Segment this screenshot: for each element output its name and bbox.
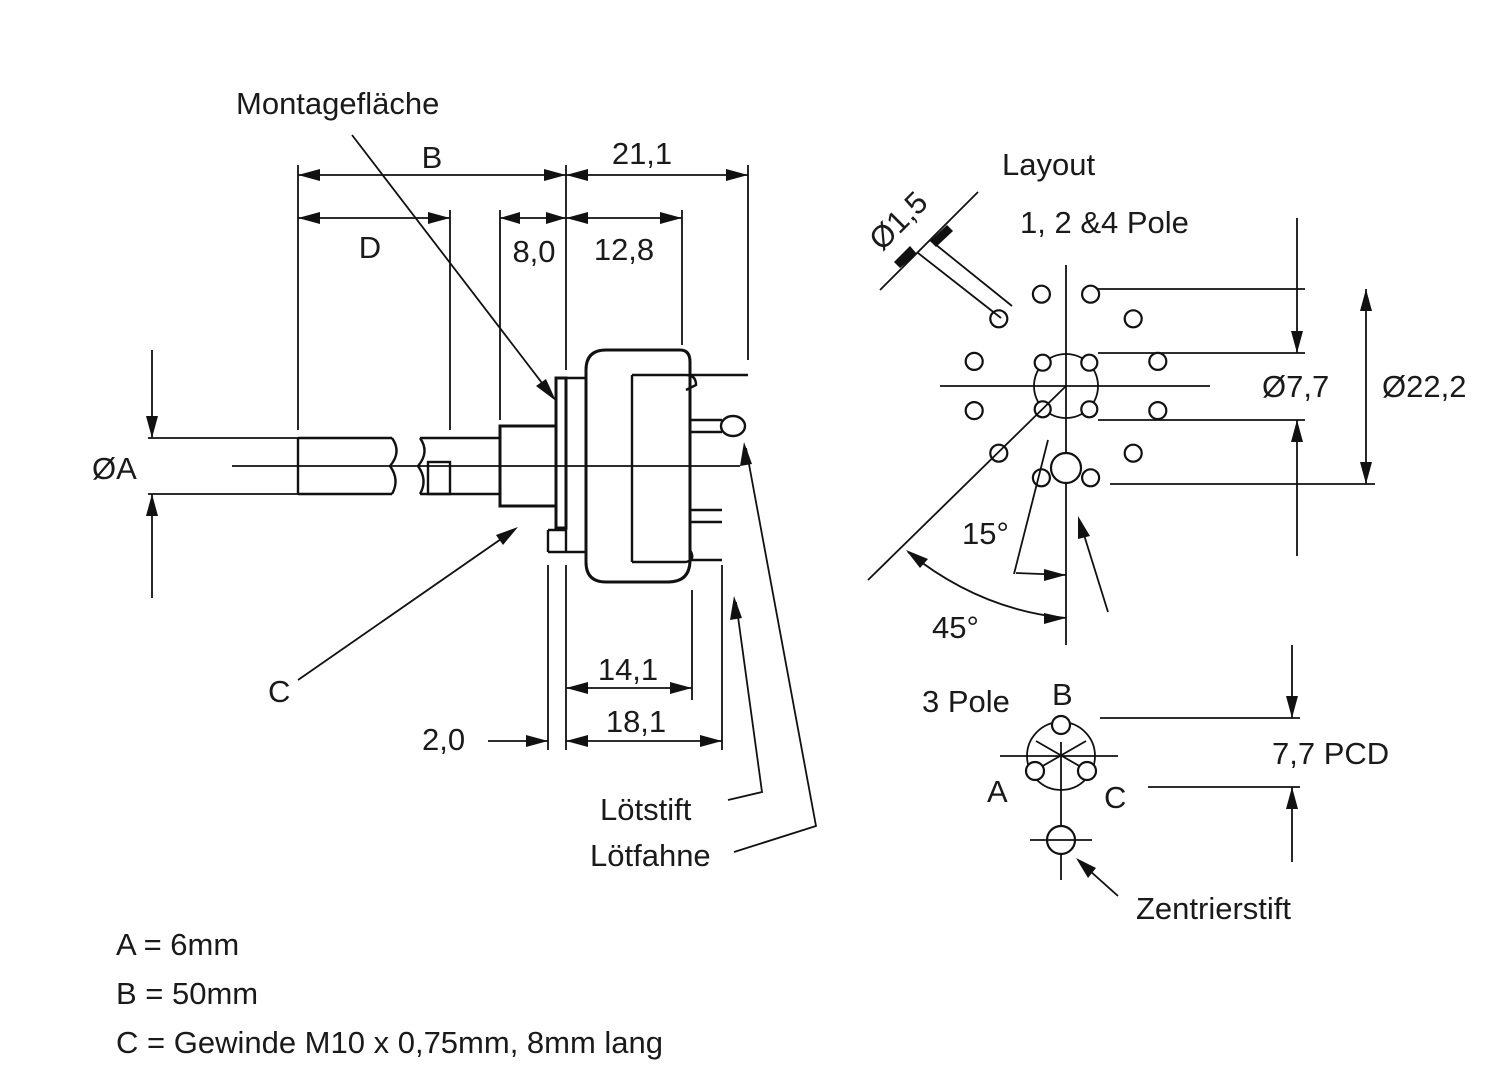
inner-hole	[1080, 400, 1099, 419]
label-loetfahne: Lötfahne	[590, 838, 711, 873]
dim-2-0-label: 2,0	[422, 722, 465, 757]
dimension-notes: A = 6mm B = 50mm C = Gewinde M10 x 0,75m…	[116, 920, 663, 1067]
note-c: C = Gewinde M10 x 0,75mm, 8mm lang	[116, 1025, 664, 1060]
note-a: A = 6mm	[116, 927, 240, 962]
dim-18-1-label: 18,1	[606, 704, 666, 739]
outer-hole	[1031, 284, 1052, 304]
dim-inner-diameter: Ø7,7	[1262, 369, 1329, 404]
pin-b-label: B	[1052, 677, 1073, 712]
outer-hole	[1123, 443, 1143, 463]
layout-title: Layout	[1002, 147, 1095, 182]
outer-hole	[1080, 468, 1101, 488]
outer-holes	[964, 284, 1168, 488]
centering-pin	[1049, 451, 1083, 485]
dim-21-1-label: 21,1	[612, 136, 672, 171]
pin-a-hole	[1024, 760, 1046, 782]
outer-hole	[1123, 309, 1143, 329]
outer-hole	[964, 351, 984, 371]
inner-hole	[1080, 353, 1099, 372]
dimension-lines	[146, 169, 748, 747]
dim-14-1-label: 14,1	[598, 652, 658, 687]
dim-outer-diameter: Ø22,2	[1382, 369, 1466, 404]
extension-lines	[148, 165, 749, 750]
three-pole-title: 3 Pole	[922, 684, 1010, 719]
layout-subtitle: 1, 2 &4 Pole	[1020, 205, 1189, 240]
pin-a-label: A	[987, 774, 1008, 809]
dim-oa-label: ØA	[92, 451, 137, 486]
switch-body	[584, 348, 748, 584]
pcd-label: 7,7 PCD	[1272, 736, 1389, 771]
three-pole-view: 3 Pole B A C 7,7 PCD Zentrierstift	[922, 645, 1389, 926]
dim-8-0-label: 8,0	[512, 234, 555, 269]
side-view: Montagefläche B D 21,1 8,0 12,8 ØA C 14,…	[92, 86, 818, 873]
note-b: B = 50mm	[116, 976, 259, 1011]
dim-b-label: B	[422, 140, 443, 175]
shaft	[232, 436, 740, 496]
outer-hole	[1080, 284, 1101, 304]
outer-hole	[964, 401, 984, 421]
label-montageflaeche: Montagefläche	[236, 86, 439, 121]
outer-hole	[1148, 351, 1168, 371]
zentrierstift-label: Zentrierstift	[1136, 891, 1291, 926]
label-c-thread: C	[268, 674, 290, 709]
dim-d-label: D	[359, 230, 381, 265]
outer-hole	[1031, 468, 1052, 488]
pin-b-hole	[1050, 714, 1072, 736]
pin-c-hole	[1076, 760, 1098, 782]
leader-lines	[297, 134, 818, 853]
pin-c-label: C	[1104, 780, 1126, 815]
label-loetstift: Lötstift	[600, 792, 692, 827]
dim-12-8-label: 12,8	[594, 232, 654, 267]
angle-15-label: 15°	[962, 516, 1009, 551]
layout-view: Layout 1, 2 &4 Pole Ø1,5 Ø7,7 Ø22,2 15° …	[862, 147, 1466, 645]
outer-hole	[1148, 401, 1168, 421]
inner-hole	[1033, 353, 1052, 372]
outer-hole	[989, 309, 1009, 329]
bushing	[498, 376, 586, 554]
outer-hole	[989, 443, 1009, 463]
angle-45-label: 45°	[932, 610, 979, 645]
